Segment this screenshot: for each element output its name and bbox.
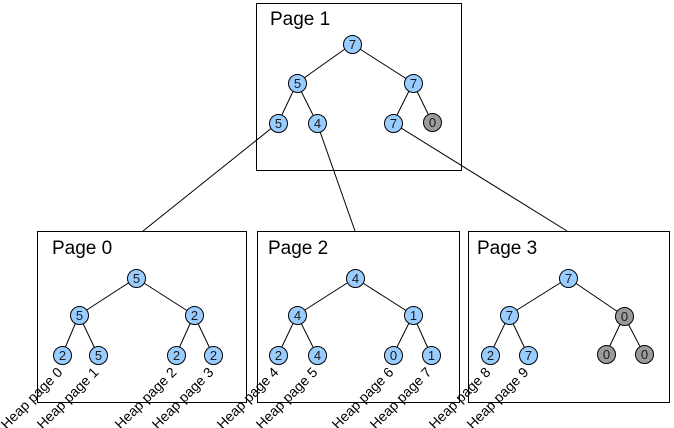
tree-node-p1-left-right: 4 xyxy=(308,114,327,133)
tree-node-p1-right-right: 0 xyxy=(423,113,442,132)
page-2-box xyxy=(257,231,460,403)
tree-node-p2-right: 1 xyxy=(404,306,423,325)
tree-node-p2-right-left: 0 xyxy=(384,346,403,365)
tree-node-p0-left-left: 2 xyxy=(53,346,72,365)
page-2-title: Page 2 xyxy=(268,238,329,259)
page-1-title: Page 1 xyxy=(270,9,331,30)
page-3-title: Page 3 xyxy=(477,238,538,259)
tree-node-p3-root: 7 xyxy=(559,269,578,288)
page-0-box xyxy=(37,231,247,403)
tree-node-p3-right-right: 0 xyxy=(635,345,654,364)
tree-node-p2-left: 4 xyxy=(288,306,307,325)
page-1-box xyxy=(256,3,462,171)
tree-node-p3-left-left: 2 xyxy=(481,346,500,365)
tree-node-p0-right-left: 2 xyxy=(167,346,186,365)
tree-node-p3-right: 0 xyxy=(615,307,634,326)
tree-node-p1-left: 5 xyxy=(288,74,307,93)
tree-node-p0-left-right: 5 xyxy=(89,346,108,365)
tree-node-p2-right-right: 1 xyxy=(422,346,441,365)
tree-node-p3-left: 7 xyxy=(500,306,519,325)
tree-node-p1-right-left: 7 xyxy=(384,114,403,133)
tree-node-p0-right-right: 2 xyxy=(204,346,223,365)
tree-node-p0-root: 5 xyxy=(127,269,146,288)
tree-node-p3-left-right: 7 xyxy=(519,346,538,365)
tree-node-p1-right: 7 xyxy=(404,74,423,93)
tree-node-p2-root: 4 xyxy=(346,269,365,288)
tree-node-p0-left: 5 xyxy=(70,306,89,325)
tree-node-p0-right: 2 xyxy=(185,306,204,325)
tree-node-p2-left-left: 2 xyxy=(269,346,288,365)
page-3-box xyxy=(468,231,670,403)
tree-node-p2-left-right: 4 xyxy=(308,346,327,365)
tree-node-p1-left-left: 5 xyxy=(269,114,288,133)
page-0-title: Page 0 xyxy=(52,238,113,259)
tree-node-p1-root: 7 xyxy=(343,35,362,54)
tree-node-p3-right-left: 0 xyxy=(597,345,616,364)
